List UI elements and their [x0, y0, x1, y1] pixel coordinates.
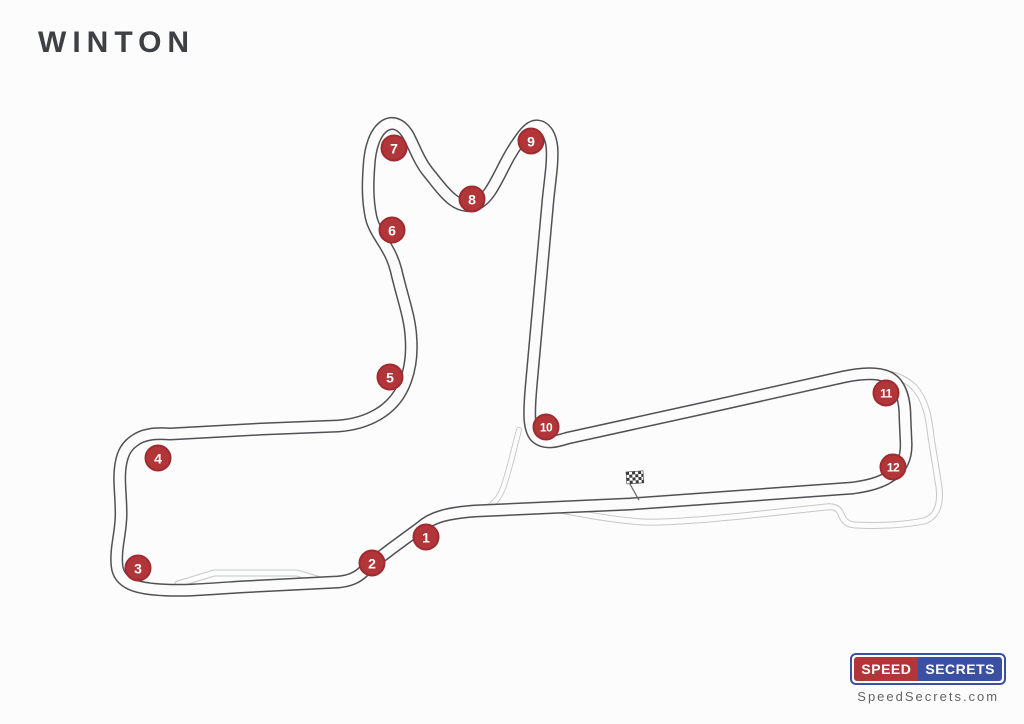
turn-marker-10: 10 — [532, 413, 560, 441]
turn-marker-2: 2 — [358, 549, 386, 577]
main-circuit-outline — [110, 117, 913, 597]
turn-marker-9: 9 — [517, 127, 545, 155]
helper-roads — [174, 369, 943, 588]
checkered-flag-icon — [625, 470, 645, 501]
logo-speed-label: SPEED — [854, 657, 919, 681]
website-url: SpeedSecrets.com — [857, 689, 1000, 704]
extension-circuit-fill — [547, 370, 942, 529]
turn-marker-3: 3 — [124, 554, 152, 582]
page-title: WINTON — [38, 26, 196, 59]
turn-marker-12: 12 — [879, 453, 907, 481]
turn-marker-8: 8 — [458, 185, 486, 213]
turn-marker-5: 5 — [376, 363, 404, 391]
turn-marker-7: 7 — [380, 134, 408, 162]
turn-marker-11: 11 — [872, 379, 900, 407]
logo-secrets-label: SECRETS — [918, 657, 1002, 681]
speed-secrets-logo: SPEED SECRETS — [850, 653, 1006, 685]
main-circuit-fill — [111, 118, 912, 596]
brand-logo: SPEED SECRETS SpeedSecrets.com — [850, 653, 1006, 704]
main-circuit — [110, 117, 913, 597]
turn-marker-1: 1 — [412, 523, 440, 551]
turn-marker-6: 6 — [378, 216, 406, 244]
turn-marker-4: 4 — [144, 444, 172, 472]
pit-link-outline — [480, 427, 522, 513]
